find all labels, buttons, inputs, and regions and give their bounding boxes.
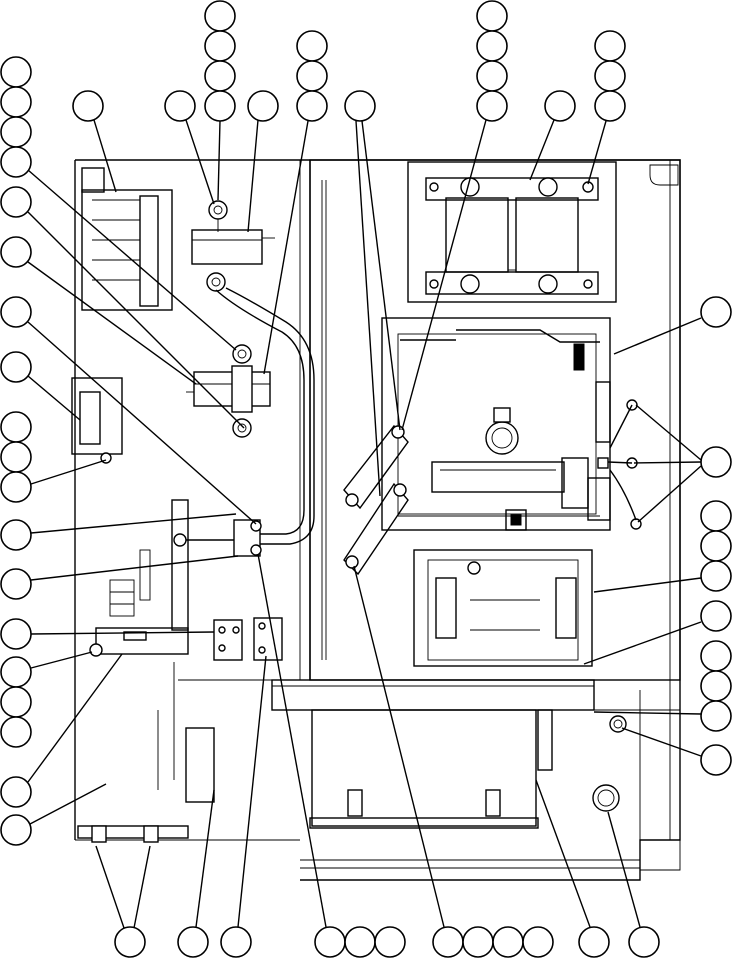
left-bracket-top	[81, 167, 173, 311]
callout-bubble	[0, 814, 32, 846]
callout-bubble	[462, 926, 494, 958]
callout-bubble	[700, 640, 732, 672]
callout-bubble	[0, 519, 32, 551]
callout-bubble	[578, 926, 610, 958]
callout-bubble	[0, 656, 32, 688]
callout-bubble	[296, 60, 328, 92]
callout-bubble	[344, 926, 376, 958]
callout-bubble	[700, 446, 732, 478]
callout-bubble	[0, 716, 32, 748]
callout-bubble	[220, 926, 252, 958]
callout-bubble	[374, 926, 406, 958]
callout-bubble	[700, 600, 732, 632]
left-terminal-block	[71, 377, 123, 464]
right-wire-set	[597, 399, 642, 530]
callout-bubble	[432, 926, 464, 958]
callout-bubble	[628, 926, 660, 958]
callout-bubble	[0, 296, 32, 328]
callout-bubble	[476, 90, 508, 122]
callout-bubble	[522, 926, 554, 958]
callout-bubble	[314, 926, 346, 958]
callout-bubble	[204, 30, 236, 62]
callout-bubble	[0, 116, 32, 148]
callout-bubble	[204, 60, 236, 92]
lower-block	[309, 709, 627, 829]
callout-bubble	[0, 146, 32, 178]
callout-bubble	[344, 90, 376, 122]
middle-clamp	[186, 344, 271, 438]
horizontal-bar	[178, 679, 680, 711]
callout-bubble	[296, 90, 328, 122]
callout-bubble	[700, 744, 732, 776]
main-cable	[215, 287, 315, 545]
upper-clamp	[191, 200, 275, 292]
callout-bubble	[700, 296, 732, 328]
callout-bubble	[0, 186, 32, 218]
callout-bubble	[247, 90, 279, 122]
callout-bubble	[177, 926, 209, 958]
callout-bubble	[544, 90, 576, 122]
lower-lug	[173, 519, 262, 557]
callout-bubble	[594, 90, 626, 122]
callout-bubble	[700, 500, 732, 532]
callout-bubble	[204, 0, 236, 32]
callout-bubble	[700, 530, 732, 562]
callout-bubble	[492, 926, 524, 958]
callout-bubble	[0, 411, 32, 443]
callout-bubble	[594, 60, 626, 92]
callout-bubble	[700, 670, 732, 702]
callout-bubble	[0, 351, 32, 383]
left-lower-box	[77, 662, 215, 843]
callout-bubble	[0, 686, 32, 718]
callout-bubble	[0, 568, 32, 600]
left-rail	[89, 499, 189, 657]
callout-bubble	[296, 30, 328, 62]
power-module	[413, 549, 593, 667]
callout-bubble	[700, 700, 732, 732]
callout-bubble	[204, 90, 236, 122]
callout-bubble	[0, 236, 32, 268]
callout-bubble	[0, 776, 32, 808]
relay-block	[213, 617, 283, 661]
callout-bubble	[114, 926, 146, 958]
top-module	[407, 161, 617, 303]
callout-bubble	[0, 86, 32, 118]
callout-bubble	[0, 618, 32, 650]
callout-bubble	[476, 30, 508, 62]
callout-bubble	[0, 56, 32, 88]
callout-bubble	[700, 560, 732, 592]
control-board	[381, 317, 611, 531]
callout-bubble	[476, 0, 508, 32]
callout-bubble	[0, 471, 32, 503]
callout-bubble	[476, 60, 508, 92]
callout-bubble	[164, 90, 196, 122]
center-panel	[299, 159, 681, 681]
callout-bubble	[594, 30, 626, 62]
callout-bubble	[72, 90, 104, 122]
callout-bubble	[0, 441, 32, 473]
